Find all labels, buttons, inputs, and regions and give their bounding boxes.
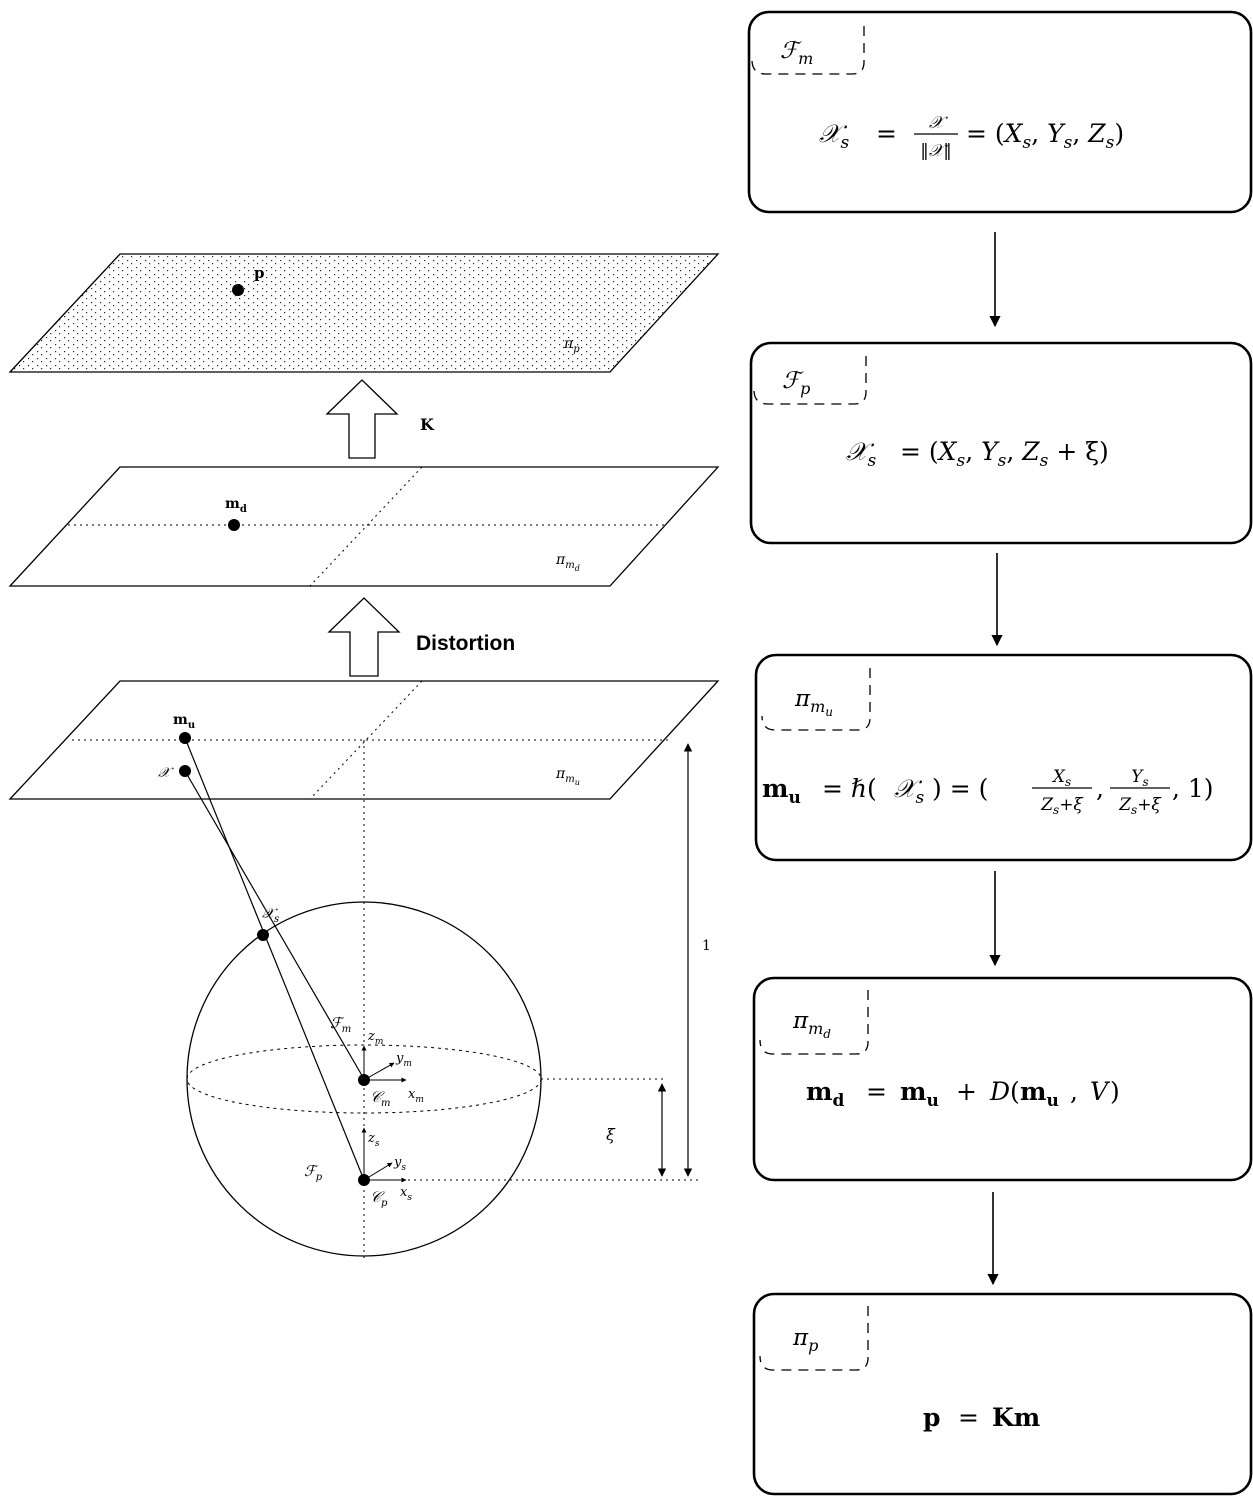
box2-eq-lhs: 𝒳s [846, 437, 877, 471]
box-distorted-plane: πmd md = mu + D ( mu , V ) [752, 976, 1253, 1182]
box4-eq-plus: + [956, 1077, 977, 1106]
box3-eq-mid2: ) = ( [932, 774, 988, 803]
box5-eq-mid: = [958, 1403, 979, 1432]
box1-eq-num: 𝒳 [929, 113, 949, 133]
box-image-plane: πp p = Km [752, 1292, 1253, 1496]
point-m-d [228, 519, 240, 531]
box3-eq-lhs: mu [762, 774, 801, 808]
box4-eq-V: V [1090, 1077, 1111, 1106]
box-undistorted-plane: πmu mu = ℏ( 𝒳s ) = ( Xs Zs+ξ , Ys Zs+ξ ,… [754, 653, 1253, 862]
box4-eq-open: ( [1010, 1077, 1020, 1106]
mirror-frame: ℱm zm ym xm 𝒞m [330, 1014, 424, 1109]
box3-eq-mid: = ℏ( [822, 774, 877, 803]
box4-eq-m3: mu [1020, 1077, 1059, 1111]
distorted-plane: md πmd [8, 466, 720, 587]
label-m-u: mu [173, 712, 195, 731]
box1-tag: ℱm [780, 38, 813, 68]
perspective-frame: ℱp zs ys xs 𝒞p [304, 1127, 412, 1209]
box3-f2-den: Zs+ξ [1118, 795, 1162, 817]
label-p: p [254, 264, 265, 282]
box3-f2-num: Ys [1131, 767, 1148, 789]
label-xm: xm [408, 1087, 424, 1105]
box3-tag: πmu [794, 686, 833, 719]
label-Fp: ℱp [304, 1162, 323, 1183]
label-Fm: ℱm [330, 1014, 351, 1035]
box4-eq-D: D [989, 1077, 1010, 1106]
label-Cp: 𝒞p [370, 1188, 388, 1209]
box1-eq-rest: = (Xs, Ys, Zs) [966, 119, 1124, 153]
point-X [179, 765, 191, 777]
box1-eq-den: ‖𝒳‖ [920, 141, 952, 161]
label-ys: ys [393, 1155, 406, 1173]
box2-tag: ℱp [782, 368, 810, 398]
label-zs: zs [367, 1131, 380, 1149]
box5-eq-lhs: p [923, 1403, 940, 1432]
point-m-u [179, 732, 191, 744]
box3-eq-x: 𝒳s [894, 774, 925, 808]
label-Xs: 𝒳s [262, 906, 279, 925]
box5-eq-rhs: Km [992, 1403, 1040, 1432]
box5-tag: πp [792, 1325, 818, 1355]
label-K: K [420, 415, 435, 434]
dimension-one: 1 [683, 743, 711, 1177]
label-distortion: Distortion [416, 632, 515, 655]
label-zm: zm [367, 1029, 383, 1047]
arrow-distortion: Distortion [327, 597, 515, 677]
box-mirror-frame: ℱm 𝒳s = 𝒳 ‖𝒳‖ = (Xs, Ys, Zs) [747, 10, 1253, 214]
label-pi-md: πmd [555, 552, 580, 573]
box4-eq-comma: , [1070, 1077, 1078, 1106]
label-xs: xs [400, 1185, 412, 1203]
label-Cm: 𝒞m [370, 1088, 390, 1109]
arrow-K: K [325, 379, 435, 459]
box1-eq-eq: = [876, 119, 897, 148]
image-plane: p πp [8, 253, 720, 373]
box3-f1-num: Xs [1051, 767, 1071, 789]
point-Xs [257, 929, 269, 941]
label-one: 1 [702, 938, 711, 954]
box4-eq-m2: mu [900, 1077, 939, 1111]
label-pi-p: πp [563, 336, 580, 355]
box3-eq-tail: , 1) [1172, 774, 1214, 803]
point-p [232, 284, 244, 296]
projection-rays [184, 737, 365, 1181]
unit-sphere [186, 901, 700, 1257]
box3-f1-den: Zs+ξ [1040, 795, 1084, 817]
label-xi: ξ [606, 1125, 616, 1144]
box3-eq-comma: , [1096, 774, 1104, 803]
box4-eq-mid: = [866, 1077, 887, 1106]
label-m-d: md [225, 496, 247, 515]
box1-eq-lhs: 𝒳s [819, 119, 850, 153]
dimension-xi: ξ [606, 1083, 667, 1177]
box2-eq-rest: = (Xs, Ys, Zs + ξ) [900, 437, 1109, 471]
box4-eq-close: ) [1110, 1077, 1120, 1106]
box4-tag: πmd [792, 1008, 831, 1041]
box4-eq-lhs: md [806, 1077, 844, 1111]
box-perspective-frame: ℱp 𝒳s = (Xs, Ys, Zs + ξ) [749, 341, 1253, 545]
label-X: 𝒳 [158, 765, 174, 781]
undistorted-plane: πmu mu [8, 680, 720, 800]
label-pi-mu: πmu [555, 766, 580, 787]
label-ym: ym [395, 1051, 412, 1069]
